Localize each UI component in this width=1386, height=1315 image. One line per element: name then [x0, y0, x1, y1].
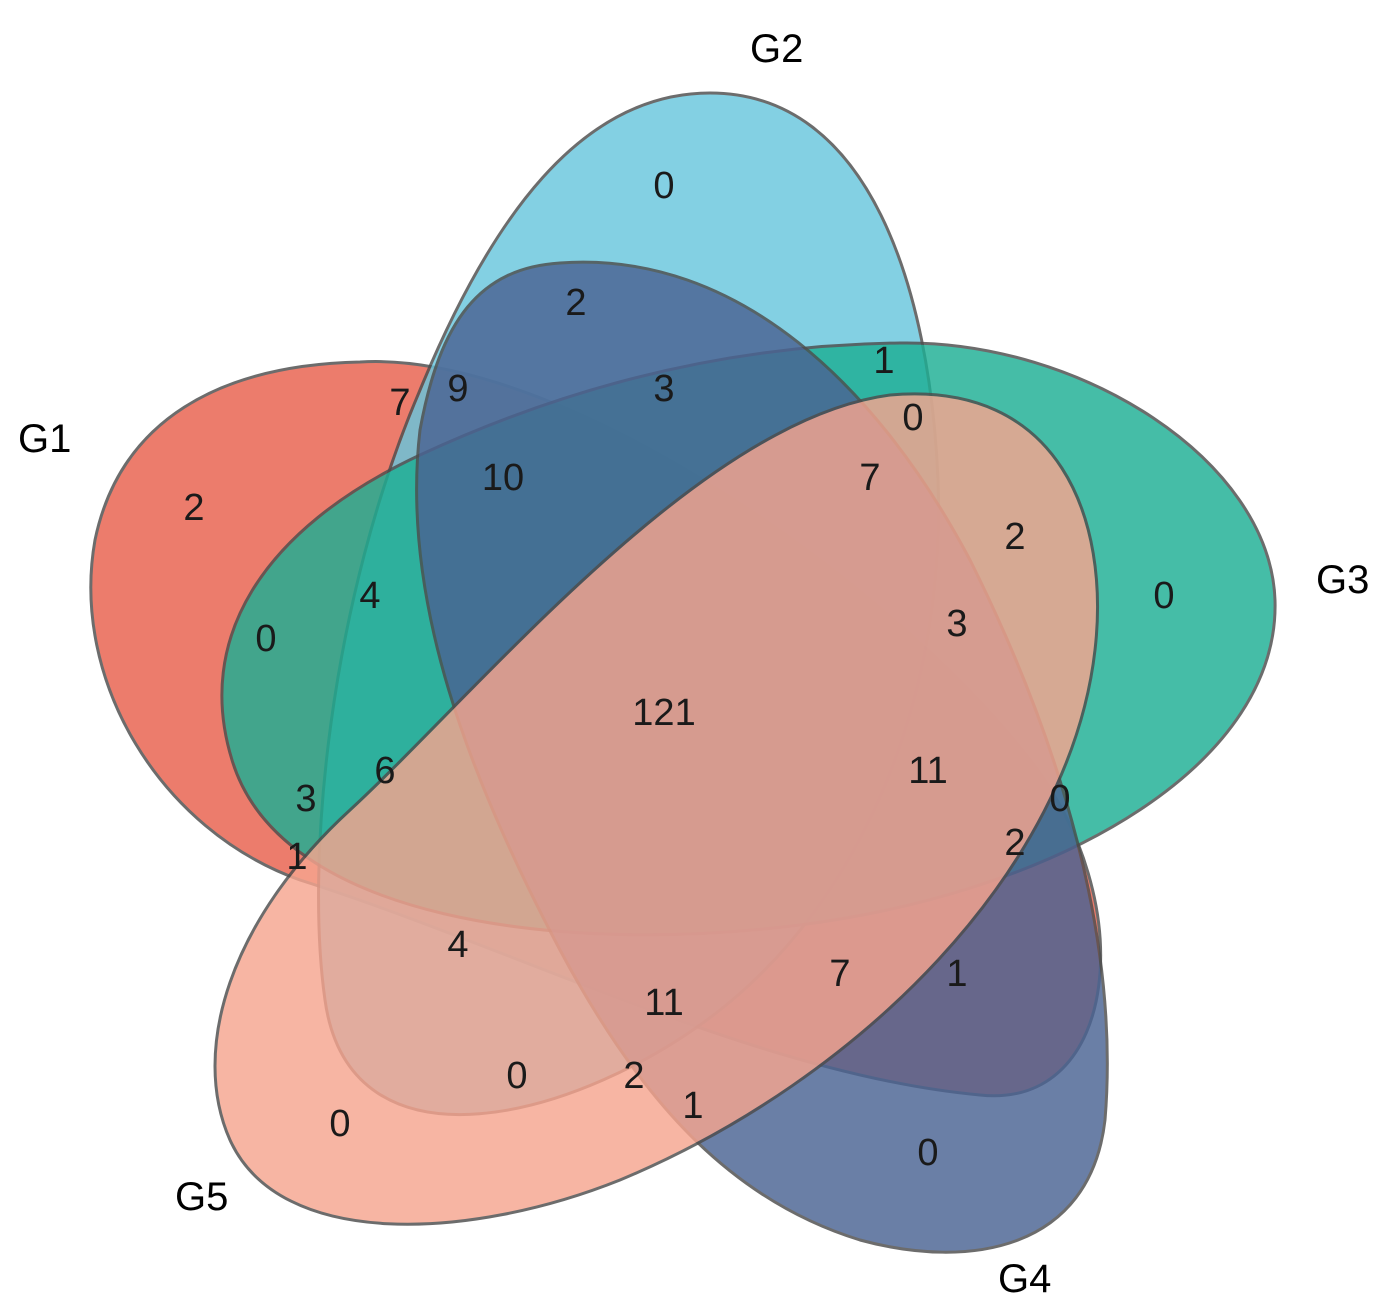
- region-count: 4: [359, 575, 380, 617]
- region-count: 4: [447, 924, 468, 966]
- set-g5-ellipse: [213, 392, 1099, 1226]
- region-count: 1: [682, 1085, 703, 1127]
- region-count: 2: [565, 282, 586, 324]
- region-count: 121: [632, 692, 695, 734]
- region-count: 2: [1004, 516, 1025, 558]
- region-count: 0: [329, 1103, 350, 1145]
- region-count: 11: [644, 982, 683, 1024]
- set-labels: G1 G2 G3 G4 G5: [18, 27, 1369, 1301]
- region-count: 3: [653, 368, 674, 410]
- region-count: 0: [506, 1055, 527, 1097]
- venn-sets: [89, 91, 1277, 1254]
- region-count: 0: [902, 397, 923, 439]
- set-label-g3: G3: [1316, 558, 1369, 602]
- region-count: 9: [447, 368, 468, 410]
- region-count: 7: [829, 953, 850, 995]
- region-count: 0: [653, 165, 674, 207]
- region-count: 7: [389, 382, 410, 424]
- region-count: 0: [255, 618, 276, 660]
- region-count: 2: [183, 487, 204, 529]
- region-count: 2: [623, 1055, 644, 1097]
- region-count: 10: [482, 457, 524, 499]
- set-label-g2: G2: [750, 27, 803, 71]
- region-count: 11: [908, 750, 947, 792]
- region-count: 0: [1049, 778, 1070, 820]
- region-count: 2: [1004, 822, 1025, 864]
- set-label-g5: G5: [175, 1175, 228, 1219]
- set-label-g4: G4: [998, 1257, 1051, 1301]
- region-count: 6: [374, 750, 395, 792]
- region-count: 7: [859, 457, 880, 499]
- region-counts: 0 2 1 0 7 9 3 10 7 2 2 0 0 4 3 121 6 11 …: [183, 165, 1174, 1174]
- set-label-g1: G1: [18, 417, 71, 461]
- region-count: 1: [873, 340, 894, 382]
- region-count: 3: [946, 603, 967, 645]
- region-count: 1: [286, 836, 307, 878]
- region-count: 3: [295, 778, 316, 820]
- region-count: 0: [1153, 575, 1174, 617]
- region-count: 0: [917, 1132, 938, 1174]
- region-count: 1: [946, 953, 967, 995]
